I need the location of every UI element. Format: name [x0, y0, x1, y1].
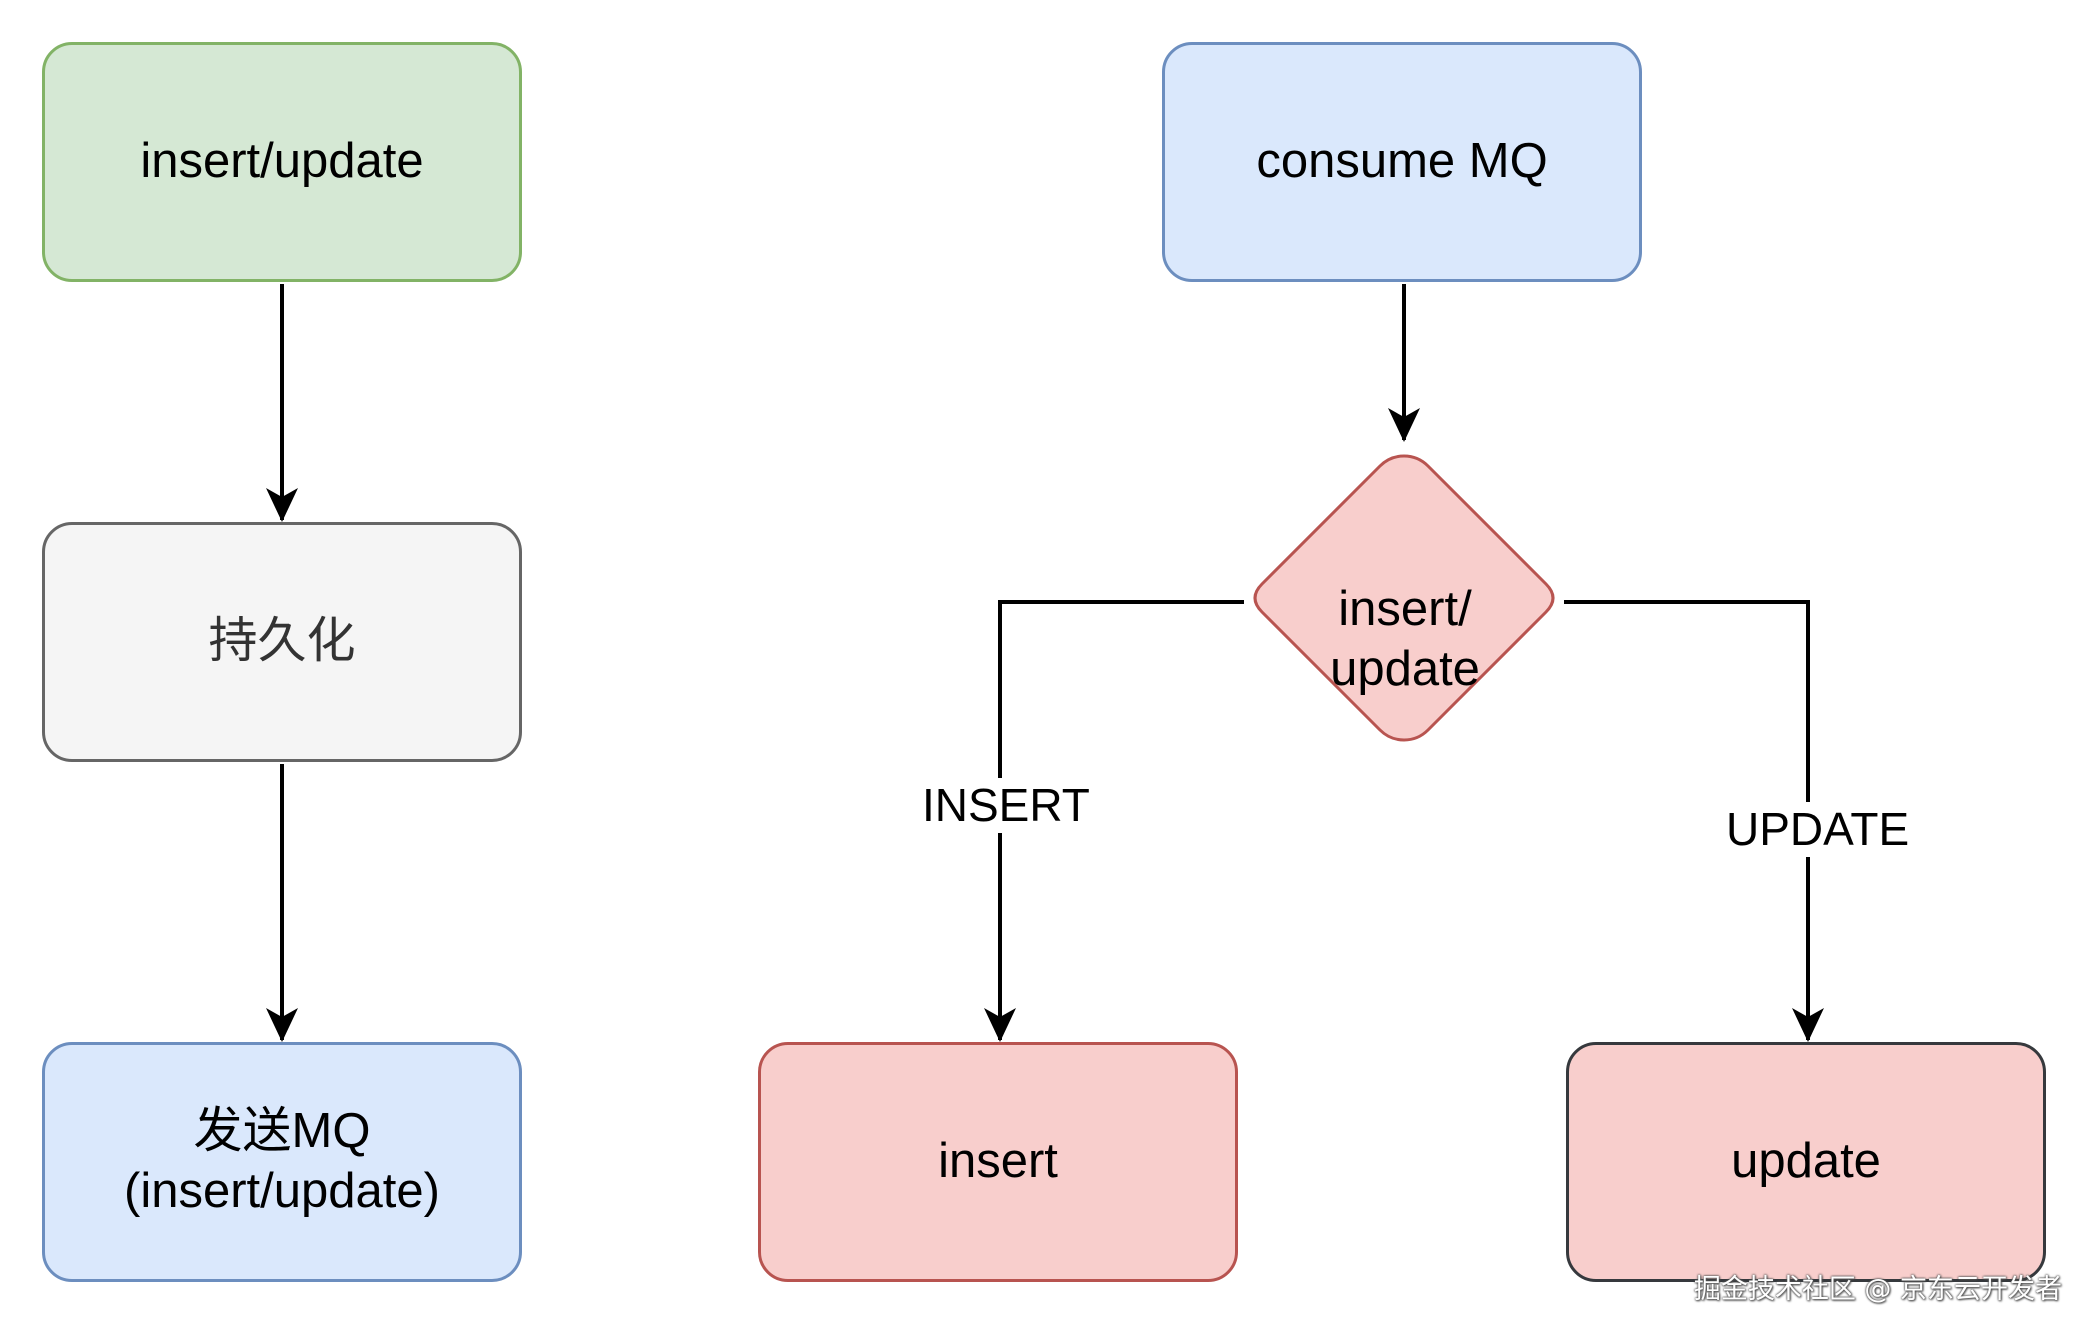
edge-label-update: UPDATE: [1726, 802, 1910, 857]
node-consume-mq: consume MQ: [1162, 42, 1642, 282]
node-send-mq: 发送MQ (insert/update): [42, 1042, 522, 1282]
edge-label-insert: INSERT: [922, 778, 1090, 833]
arrowhead-icon: [1792, 1008, 1824, 1042]
arrowhead-icon: [266, 1008, 298, 1042]
arrowhead-icon: [266, 488, 298, 522]
decision-diamond: [1253, 454, 1555, 742]
arrowhead-icon: [984, 1008, 1016, 1042]
watermark: 掘金技术社区 @ 京东云开发者: [1693, 1274, 2062, 1305]
node-insert-update: insert/update: [42, 42, 522, 282]
edge-decision-to-insert: [998, 600, 1244, 1040]
edge-decision-to-update: [1564, 600, 1810, 1040]
arrowhead-icon: [1388, 408, 1420, 442]
node-insert: insert: [758, 1042, 1238, 1282]
node-persist: 持久化: [42, 522, 522, 762]
decision-label: insert/ update: [1330, 582, 1480, 696]
node-update: update: [1566, 1042, 2046, 1282]
